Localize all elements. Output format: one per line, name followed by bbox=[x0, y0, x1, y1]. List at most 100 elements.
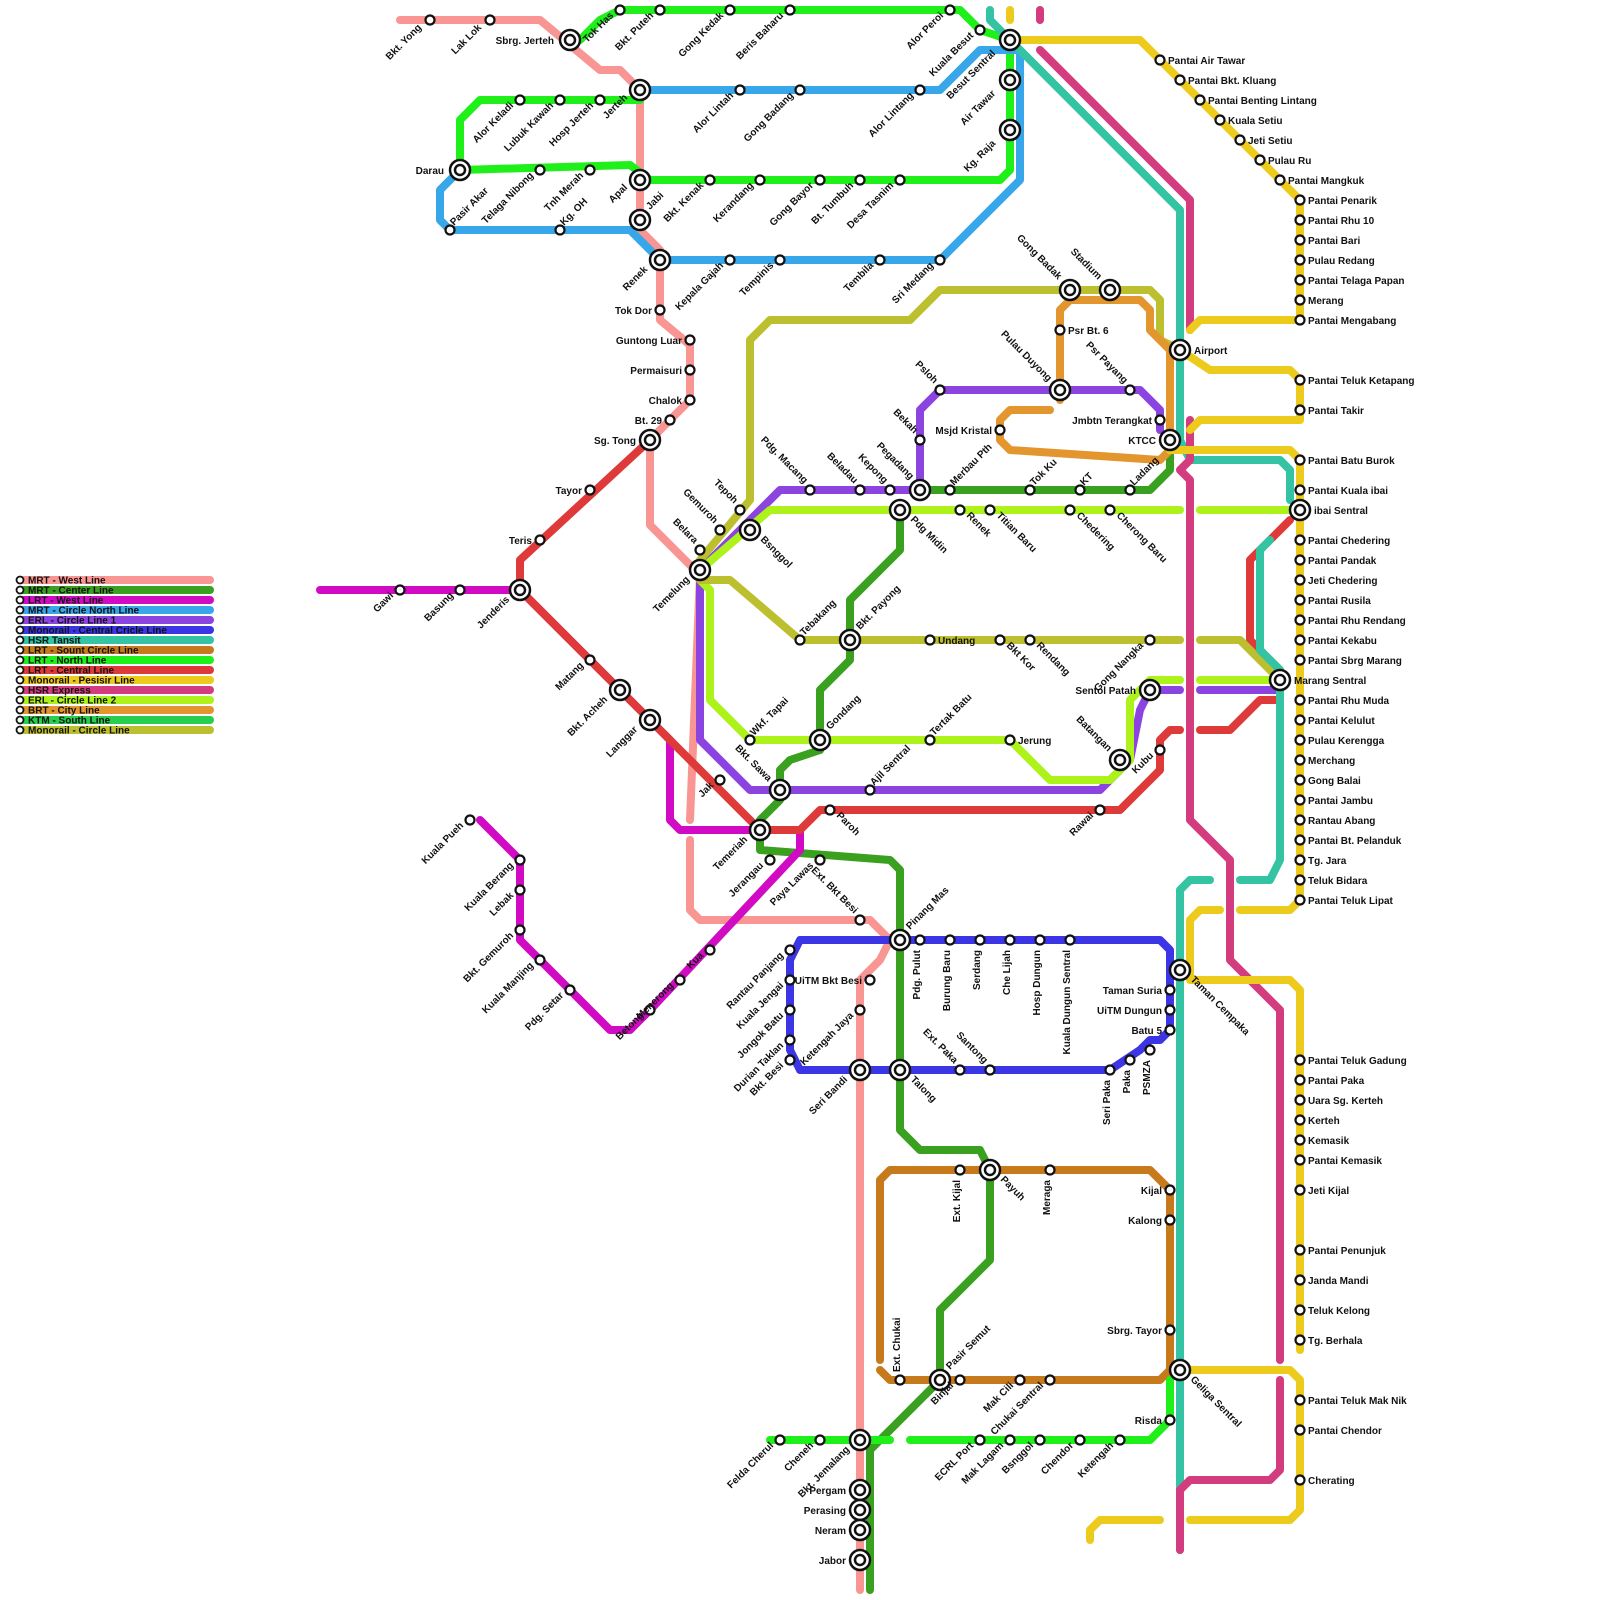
station[interactable]: Seri Paka bbox=[1102, 1064, 1116, 1126]
station[interactable]: Pantai Bari bbox=[1294, 234, 1361, 248]
station[interactable]: Tayor bbox=[556, 484, 596, 498]
station[interactable]: UiTM Dungun bbox=[1097, 1004, 1176, 1018]
station[interactable]: Ext. Bkt Besi bbox=[809, 865, 866, 926]
station[interactable]: Pulau Redang bbox=[1294, 254, 1375, 268]
station[interactable]: Pantai Pandak bbox=[1294, 554, 1377, 568]
station[interactable]: Marang Sentral bbox=[1268, 668, 1366, 692]
station[interactable]: Bsnggol bbox=[738, 518, 794, 571]
station[interactable]: Jmbtn Terangkat bbox=[1072, 414, 1166, 428]
station[interactable]: Merchang bbox=[1294, 754, 1356, 768]
station[interactable]: Pantai Bt. Pelanduk bbox=[1294, 834, 1402, 848]
station[interactable]: Rantau Abang bbox=[1294, 814, 1376, 828]
station[interactable]: Che Lijah bbox=[1002, 934, 1016, 996]
station[interactable]: Merang bbox=[1294, 294, 1344, 308]
station[interactable]: Jeti Kijal bbox=[1294, 1184, 1350, 1198]
station[interactable]: Kerteh bbox=[1294, 1114, 1340, 1128]
station[interactable]: Hosp Dungun bbox=[1032, 934, 1046, 1016]
station[interactable]: Tg. Berhala bbox=[1294, 1334, 1363, 1348]
station[interactable]: Tok Dor bbox=[615, 304, 666, 318]
station[interactable]: KTCC bbox=[1128, 428, 1182, 452]
station[interactable]: Pantai Telaga Papan bbox=[1294, 274, 1405, 288]
station[interactable]: Pantai Penunjuk bbox=[1294, 1244, 1387, 1258]
station[interactable]: Neram bbox=[815, 1518, 872, 1542]
station[interactable]: Tg. Jara bbox=[1294, 854, 1347, 868]
station[interactable]: Pulau Kerengga bbox=[1294, 734, 1385, 748]
station[interactable]: ibai Sentral bbox=[1288, 498, 1368, 522]
station[interactable]: Pantai Mangkuk bbox=[1274, 174, 1365, 188]
station[interactable]: Undang bbox=[924, 634, 976, 648]
station[interactable]: Sentol Patah bbox=[1075, 678, 1162, 702]
station[interactable]: Kepala Gajah bbox=[674, 254, 736, 313]
station[interactable]: Cherating bbox=[1294, 1474, 1355, 1488]
station[interactable]: Ext. Kijal bbox=[952, 1164, 966, 1223]
station[interactable]: Tok Has bbox=[581, 4, 626, 46]
station[interactable]: Sbrg. Tayor bbox=[1107, 1324, 1176, 1338]
station[interactable]: Chalok bbox=[649, 394, 696, 408]
station[interactable]: Pantai Sbrg Marang bbox=[1294, 654, 1402, 668]
station[interactable]: Risda bbox=[1135, 1414, 1176, 1428]
station[interactable]: Bkt. Acheh bbox=[566, 678, 632, 739]
station[interactable]: Ketengah Jaya bbox=[798, 1004, 866, 1069]
station[interactable]: Teluk Kelong bbox=[1294, 1304, 1371, 1318]
station[interactable]: Pantai Chendor bbox=[1294, 1424, 1383, 1438]
station[interactable]: Pantai Mengabang bbox=[1294, 314, 1397, 328]
station[interactable]: Menerong bbox=[635, 974, 686, 1022]
station[interactable]: Permaisuri bbox=[630, 364, 696, 378]
station[interactable]: Tepoh bbox=[711, 478, 746, 516]
station[interactable]: Teris bbox=[509, 534, 546, 548]
station[interactable]: Pantai Penarik bbox=[1294, 194, 1378, 208]
station[interactable]: Ext. Chukai bbox=[892, 1317, 906, 1386]
station[interactable]: PSMZA bbox=[1142, 1044, 1156, 1096]
station[interactable]: Langgar bbox=[604, 708, 662, 760]
station[interactable]: Jerung bbox=[1004, 734, 1052, 748]
station[interactable]: Pantai Paka bbox=[1294, 1074, 1365, 1088]
station[interactable]: Sbrg. Jerteh bbox=[496, 28, 582, 52]
station[interactable]: Jabi bbox=[628, 190, 666, 232]
station[interactable]: Pantai Rhu 10 bbox=[1294, 214, 1375, 228]
station[interactable]: Pantai Batu Burok bbox=[1294, 454, 1396, 468]
station[interactable]: Pantai Kekabu bbox=[1294, 634, 1377, 648]
station[interactable]: Pantai Jambu bbox=[1294, 794, 1374, 808]
station[interactable]: Janda Mandi bbox=[1294, 1274, 1369, 1288]
station[interactable]: Jabor bbox=[819, 1548, 872, 1572]
station[interactable]: Gong Badang bbox=[742, 84, 806, 145]
station[interactable]: Cherong Baru bbox=[1104, 504, 1169, 566]
station[interactable]: Pantai Kemasik bbox=[1294, 1154, 1383, 1168]
station[interactable]: Taman Suria bbox=[1103, 984, 1176, 998]
station[interactable]: Sg. Tong bbox=[594, 428, 662, 452]
station[interactable]: Pantai Teluk Ketapang bbox=[1294, 374, 1415, 388]
station[interactable]: Bt. 29 bbox=[635, 414, 676, 428]
station[interactable]: Perasing bbox=[804, 1498, 872, 1522]
station[interactable]: Matang bbox=[554, 654, 596, 693]
station[interactable]: Jeti Chedering bbox=[1294, 574, 1378, 588]
station[interactable]: Pantai Kelulut bbox=[1294, 714, 1376, 728]
station[interactable]: Kemasik bbox=[1294, 1134, 1350, 1148]
station[interactable]: Kijal bbox=[1141, 1184, 1176, 1198]
station[interactable]: Pantai Kuala ibai bbox=[1294, 484, 1389, 498]
station[interactable]: Pantai Teluk Gadung bbox=[1294, 1054, 1407, 1068]
station[interactable]: Kuala Dungun Sentral bbox=[1062, 934, 1076, 1055]
station[interactable]: Pantai Rhu Rendang bbox=[1294, 614, 1406, 628]
station[interactable]: UiTM Bkt Besi bbox=[795, 974, 876, 988]
station[interactable]: Gong Balai bbox=[1294, 774, 1362, 788]
station[interactable]: Pantai Bkt. Kluang bbox=[1174, 74, 1277, 88]
station[interactable]: Kuala Setiu bbox=[1214, 114, 1283, 128]
station[interactable]: Serdang bbox=[972, 934, 986, 991]
station[interactable]: Burung Baru bbox=[942, 934, 956, 1012]
station[interactable]: Uara Sg. Kerteh bbox=[1294, 1094, 1384, 1108]
station[interactable]: Airport bbox=[1168, 338, 1228, 362]
station[interactable]: Pantai Rhu Muda bbox=[1294, 694, 1390, 708]
station[interactable]: Teluk Bidara bbox=[1294, 874, 1368, 888]
station[interactable]: Pdg. Pulut bbox=[912, 934, 926, 1000]
station[interactable]: Pantai Rusila bbox=[1294, 594, 1372, 608]
station[interactable]: Guntong Luar bbox=[616, 334, 696, 348]
station[interactable]: Paka bbox=[1122, 1054, 1136, 1094]
station[interactable]: Pantai Teluk Mak Nik bbox=[1294, 1394, 1408, 1408]
station[interactable]: Kuala Pueh bbox=[420, 814, 476, 867]
station[interactable]: Kuala Manjing bbox=[480, 954, 546, 1017]
station[interactable]: Batu 5 bbox=[1131, 1024, 1176, 1038]
station[interactable]: Jerangau bbox=[727, 854, 776, 900]
station[interactable]: Pantai Takir bbox=[1294, 404, 1365, 418]
station[interactable]: Batangan bbox=[1074, 714, 1132, 772]
station[interactable]: Pantai Chedering bbox=[1294, 534, 1391, 548]
